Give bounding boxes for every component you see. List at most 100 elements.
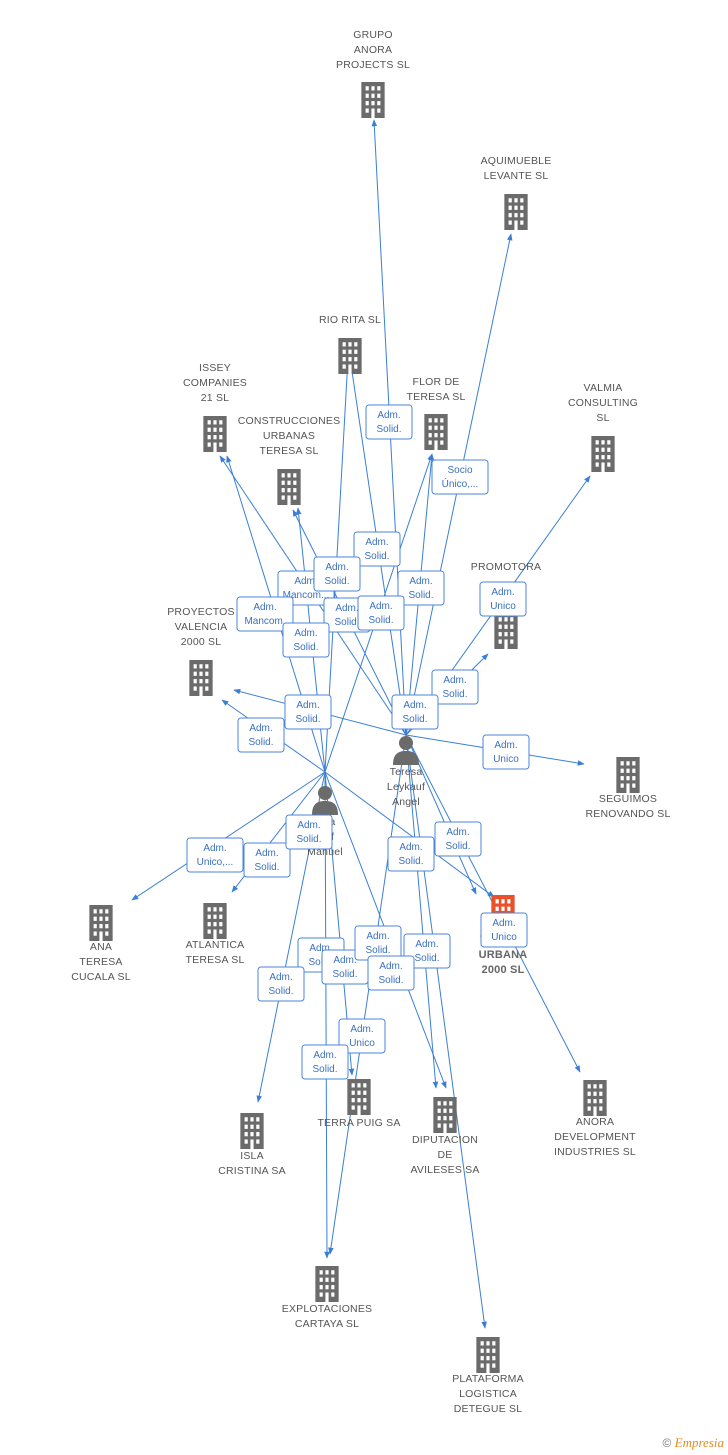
role-badge-text: Adm. xyxy=(446,827,469,838)
company-label: DEVELOPMENT xyxy=(554,1131,636,1143)
company-label: CRISTINA SA xyxy=(218,1165,286,1177)
role-badge-box xyxy=(284,694,332,730)
role-badge[interactable]: Adm.Solid. xyxy=(357,595,405,631)
edges-layer xyxy=(131,119,591,1329)
building-icon xyxy=(504,194,528,230)
role-badge[interactable]: Adm.Unico xyxy=(338,1018,386,1054)
company-label: TERESA xyxy=(79,956,122,968)
role-badge-text: Adm. xyxy=(369,601,392,612)
role-badge-text: Solid. xyxy=(402,714,427,725)
role-badge-box xyxy=(431,669,479,705)
building-icon xyxy=(424,414,448,450)
relation-edge xyxy=(324,771,495,898)
footer-brand: © Empresia xyxy=(662,1435,724,1451)
role-badge[interactable]: Adm.Unico xyxy=(482,734,530,770)
role-badge-box xyxy=(301,1044,349,1080)
role-badge-text: Adm. xyxy=(333,955,356,966)
role-badge[interactable]: Adm.Solid. xyxy=(434,821,482,857)
role-badge[interactable]: Adm.Solid. xyxy=(353,531,401,567)
company-node-riorita[interactable]: RIO RITA SL xyxy=(319,314,381,374)
role-badge[interactable]: Adm.Solid. xyxy=(284,694,332,730)
role-badge-text: Unico xyxy=(490,601,516,612)
role-badge-text: Único,... xyxy=(442,477,479,490)
role-badge-box xyxy=(391,694,439,730)
company-label: ISSEY xyxy=(199,362,231,374)
role-badge[interactable]: Adm.Solid. xyxy=(257,966,305,1002)
role-badge-text: Mancom... xyxy=(283,590,330,601)
building-icon xyxy=(203,903,227,939)
role-badge-text: Adm. xyxy=(350,1024,373,1035)
company-node-terrapuig[interactable]: TERRA PUIG SA xyxy=(317,1079,400,1129)
company-label: AVILESES SA xyxy=(410,1164,479,1176)
company-label: CONSTRUCCIONES xyxy=(238,415,341,427)
role-badge[interactable]: Adm.Solid. xyxy=(301,1044,349,1080)
role-badge[interactable]: Adm.Solid. xyxy=(365,404,413,440)
role-badge[interactable]: Adm.Solid. xyxy=(431,669,479,705)
brand-logo[interactable]: Empresia xyxy=(674,1435,724,1450)
company-label: DE xyxy=(438,1149,453,1161)
role-badge[interactable]: SocioÚnico,... xyxy=(431,459,489,495)
company-label: ATLANTICA xyxy=(186,939,245,951)
role-badge-box xyxy=(353,531,401,567)
role-badge-box xyxy=(313,556,361,592)
building-icon xyxy=(591,436,615,472)
role-badge-text: Solid. xyxy=(378,975,403,986)
role-badge[interactable]: Adm.Solid. xyxy=(285,814,333,850)
role-badge-box xyxy=(479,581,527,617)
role-badge-text: Adm. xyxy=(491,587,514,598)
role-badge[interactable]: Adm.Solid. xyxy=(243,842,291,878)
company-label: RIO RITA SL xyxy=(319,314,381,326)
role-badge-box xyxy=(480,912,528,948)
role-badge[interactable]: Adm.Solid. xyxy=(403,933,451,969)
company-label: URBANAS xyxy=(263,430,315,442)
role-badge-text: Mancom. xyxy=(244,616,285,627)
role-badge-text: Adm. xyxy=(365,537,388,548)
role-badge[interactable]: Adm.Solid. xyxy=(354,925,402,961)
role-badge[interactable]: Adm. Unico xyxy=(479,581,527,617)
company-label: CARTAYA SL xyxy=(295,1318,359,1330)
role-badge[interactable]: Adm.Solid. xyxy=(282,622,330,658)
role-badge-text: Adm. xyxy=(325,562,348,573)
person-label: Leykauf xyxy=(387,781,425,793)
building-icon xyxy=(361,82,385,118)
role-badge-box xyxy=(338,1018,386,1054)
building-icon xyxy=(347,1079,371,1115)
role-badge-text: Solid. xyxy=(296,834,321,845)
role-badge-text: Adm. xyxy=(253,602,276,613)
role-badge[interactable]: Adm. Mancom. xyxy=(236,596,294,632)
company-label: PROMOTORA xyxy=(471,561,541,573)
role-badge[interactable]: Adm.Solid. xyxy=(313,556,361,592)
role-badge[interactable]: Adm.Solid. xyxy=(397,570,445,606)
role-badge[interactable]: Adm.Solid. xyxy=(237,717,285,753)
building-icon xyxy=(476,1337,500,1373)
role-badge[interactable]: Adm.Solid. xyxy=(387,836,435,872)
company-label: 21 SL xyxy=(201,392,229,404)
role-badge[interactable]: Adm.Unico xyxy=(480,912,528,948)
role-badge-box xyxy=(186,837,244,873)
role-badge-text: Adm. xyxy=(494,740,517,751)
company-label: PLATAFORMA xyxy=(452,1373,524,1385)
role-badge-box xyxy=(387,836,435,872)
role-badge[interactable]: Adm.Solid. xyxy=(391,694,439,730)
role-badge[interactable]: Adm.Solid. xyxy=(367,955,415,991)
role-badge-text: Solid. xyxy=(268,986,293,997)
building-icon xyxy=(203,416,227,452)
role-badge-text: Solid. xyxy=(398,856,423,867)
role-badge[interactable]: Adm.Unico,... xyxy=(186,837,244,873)
